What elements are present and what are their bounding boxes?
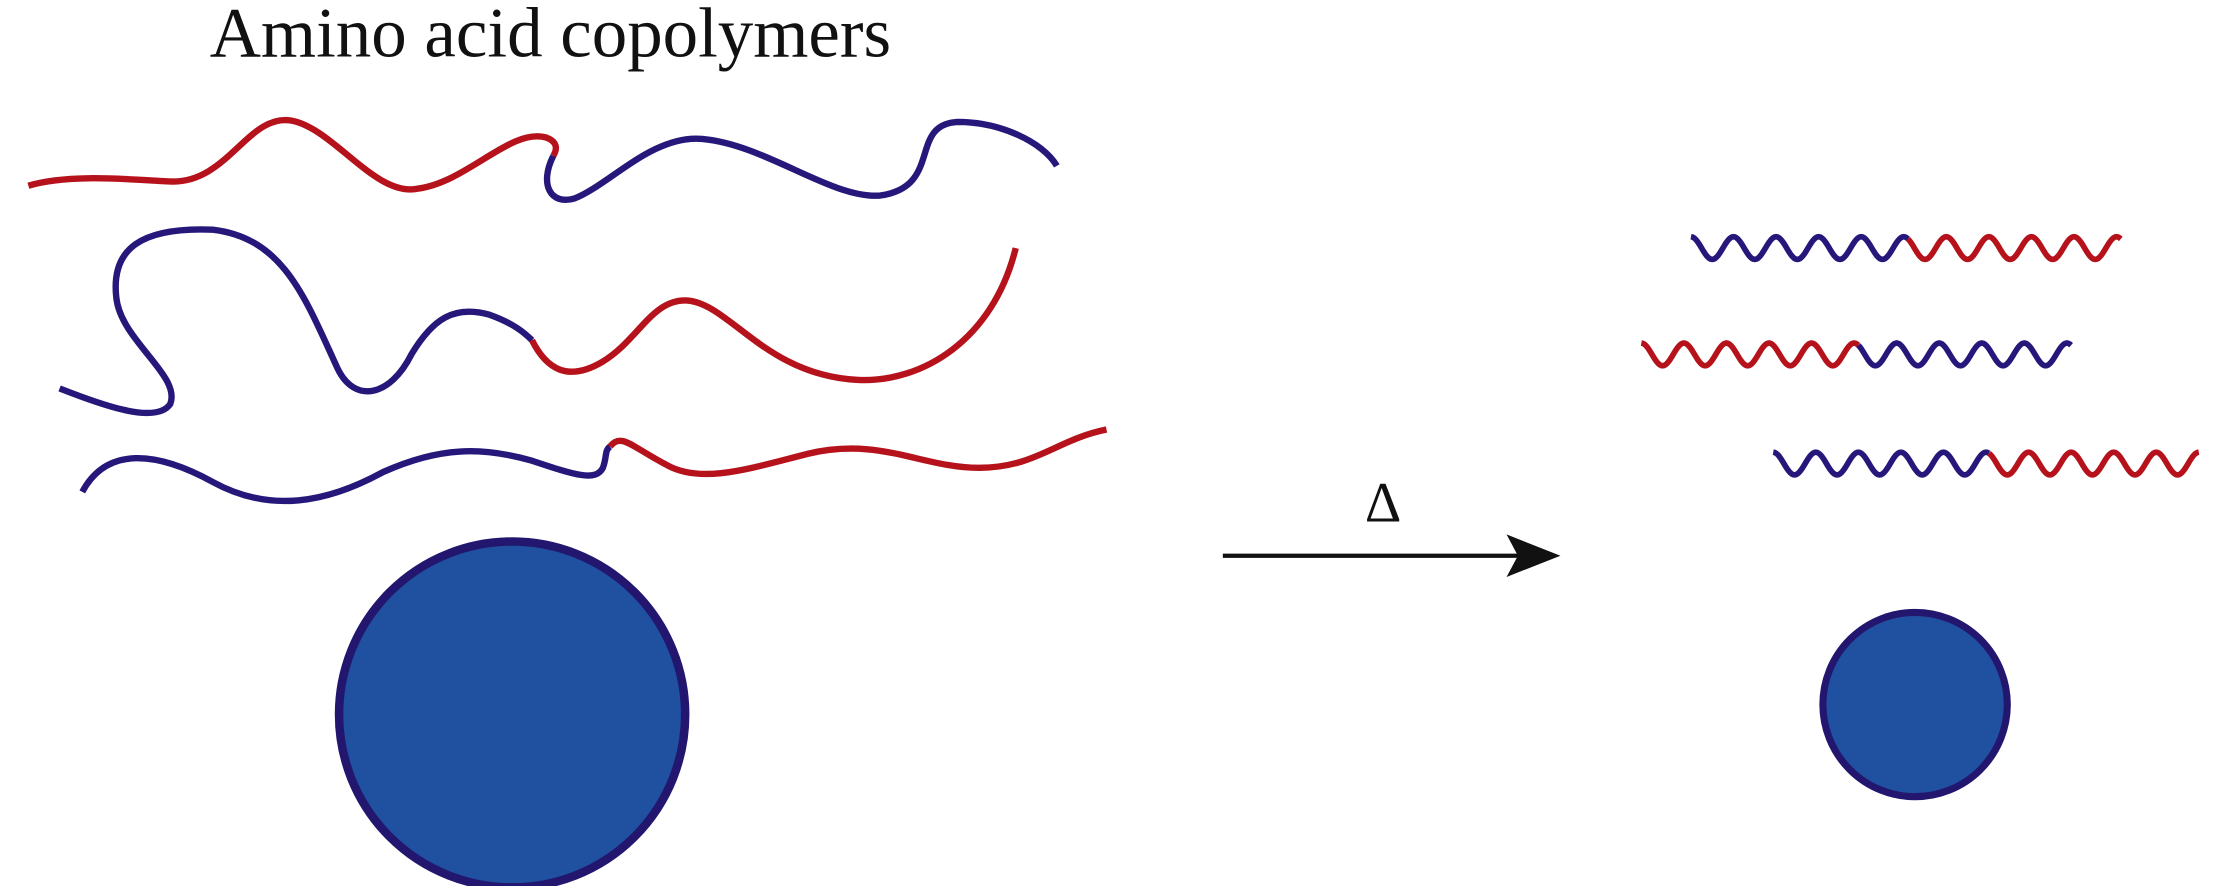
helix-2-first-block (1640, 340, 1861, 369)
arrow-head (1506, 534, 1561, 577)
random-coil-copolymers (27, 116, 1108, 505)
helix-1-second-block (1905, 233, 2123, 263)
helix-3-first-block (1772, 449, 1991, 478)
helical-copolymers (1640, 233, 2200, 478)
coil-3-blue-block (79, 443, 613, 505)
helix-1-first-block (1690, 233, 1910, 263)
coil-3-red-block (607, 426, 1108, 478)
reaction-arrow: Δ (1222, 472, 1561, 577)
coil-2-red-block (529, 247, 1019, 384)
diagram-title: Amino acid copolymers (210, 0, 891, 73)
coil-2-blue-block (58, 226, 535, 417)
helix-3-second-block (1987, 449, 2200, 478)
helix-2-second-block (1856, 340, 2073, 369)
coil-1-blue-block (543, 118, 1060, 203)
heat-delta-label: Δ (1365, 472, 1401, 535)
small-particle (1819, 608, 2011, 801)
large-particle (334, 537, 690, 886)
coil-1-red-block (27, 116, 560, 193)
